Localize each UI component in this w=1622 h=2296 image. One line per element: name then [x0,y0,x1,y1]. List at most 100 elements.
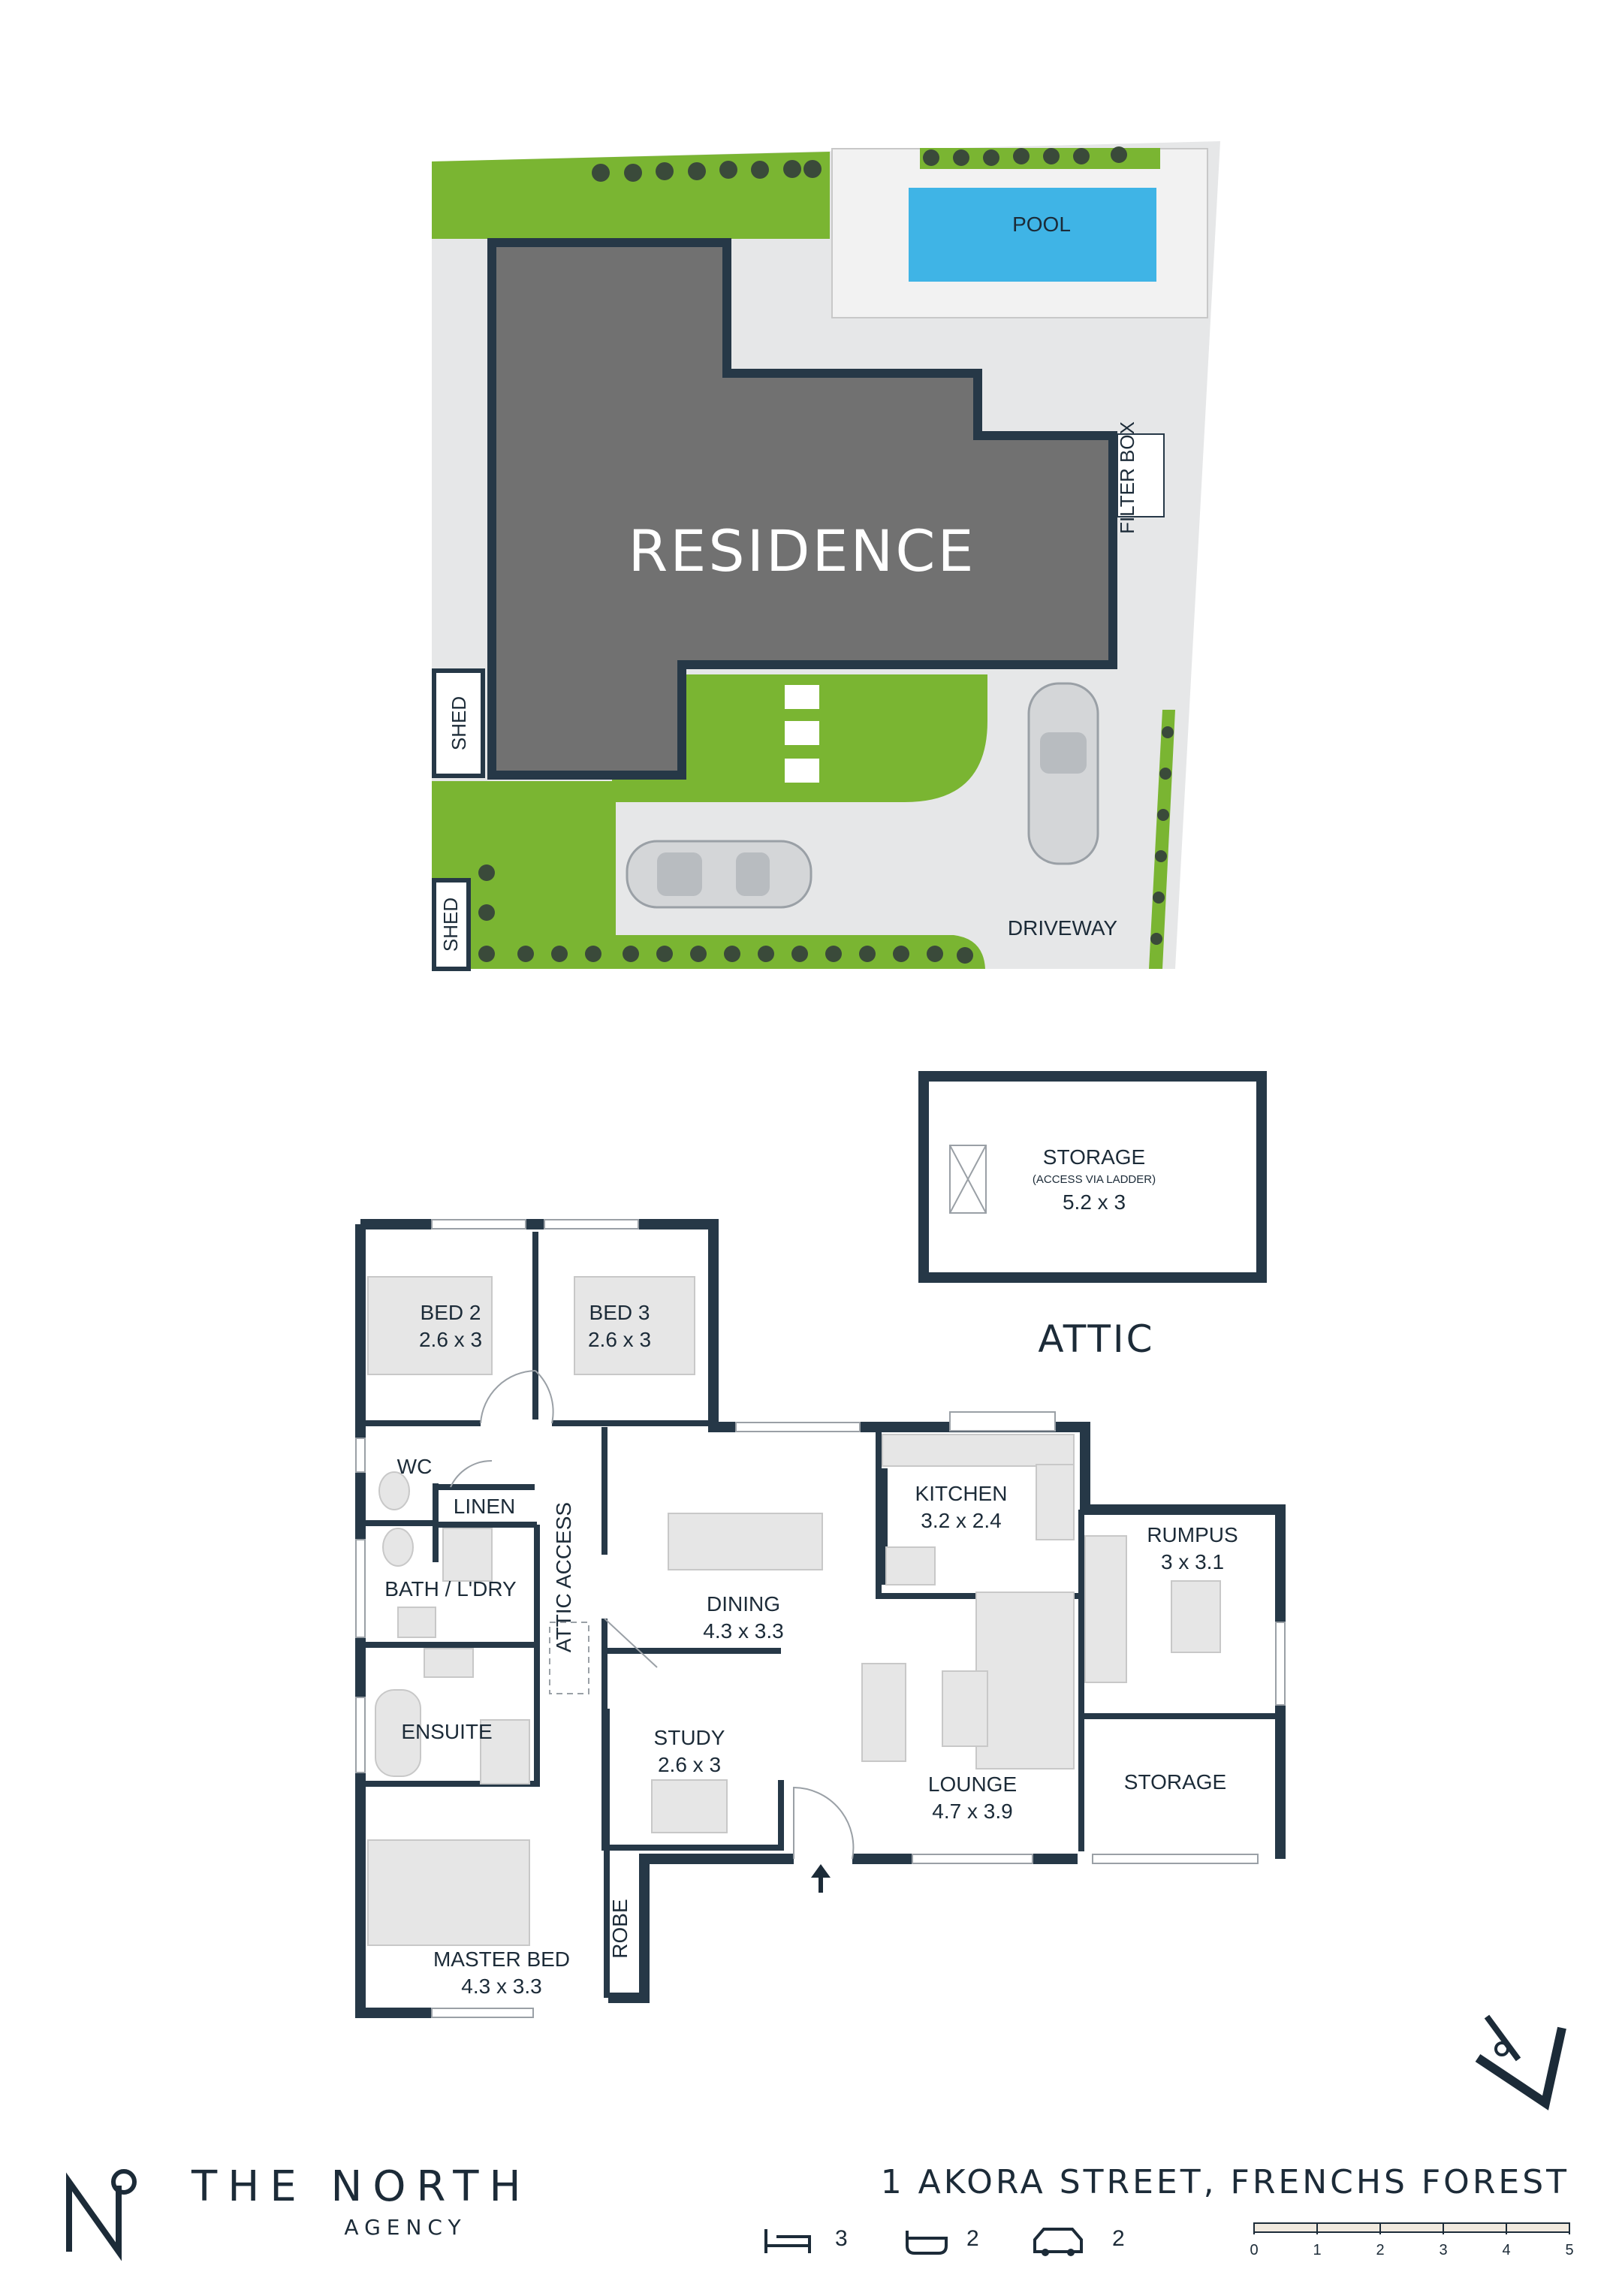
attic-storage-name: STORAGE [1043,1145,1145,1169]
attic-plan: STORAGE (ACCESS VIA LADDER) 5.2 x 3 ATTI… [918,1071,1267,1361]
baths-count: 2 [966,2226,979,2251]
kitchen-bench-icon [1036,1464,1075,1540]
shed-lower-label: SHED [439,898,462,952]
attic-hatch [549,1622,589,1694]
scale-tick: 0 [1250,2242,1258,2258]
shed-lower [432,878,471,971]
shed-upper [432,668,485,778]
bed-icon [574,1276,695,1375]
wc-label: WC [397,1455,433,1478]
study-name: STUDY [654,1726,725,1749]
window [912,1854,1033,1864]
hedge-plants [478,146,1174,964]
scale-tick: 2 [1376,2242,1384,2258]
scale-tick: 5 [1565,2242,1573,2258]
entry-arrow-icon [811,1864,831,1893]
dining-size: 4.3 x 3.3 [703,1619,783,1643]
master-bed-name: MASTER BED [433,1948,570,1971]
filter-box-label: FILTER BOX [1116,421,1138,534]
rumpus-name: RUMPUS [1147,1523,1238,1546]
kitchen-bench-icon [882,1434,1075,1467]
kitchen-size: 3.2 x 2.4 [921,1509,1001,1532]
north-compass-icon [1475,2014,1566,2110]
residence-footprint [487,238,1117,780]
pool [909,188,1156,282]
hatch-cross [949,1145,987,1214]
window [1275,1622,1286,1706]
lounge-size: 4.7 x 3.9 [932,1800,1012,1823]
cars-count: 2 [1112,2226,1125,2251]
storage-label: STORAGE [1124,1770,1226,1794]
sofa-icon [861,1663,906,1762]
window [1092,1854,1259,1864]
coffee-table-icon [942,1670,988,1747]
rumpus-size: 3 x 3.1 [1161,1550,1224,1573]
door-arc [604,1618,658,1668]
window [355,1697,366,1773]
toilet-icon [382,1528,414,1567]
brand-logo: THE NORTH AGENCY [66,2162,532,2261]
bath-icon [906,2231,948,2255]
dining-table-icon [668,1513,823,1570]
door-arc [450,1459,493,1488]
ottoman-icon [1171,1580,1221,1653]
scale-bar: 0 1 2 3 4 5 [1250,2222,1574,2258]
door-arc [480,1370,536,1424]
attic-storage-size: 5.2 x 3 [1063,1190,1126,1214]
driveway-label: DRIVEWAY [1008,916,1118,940]
window [735,1422,861,1432]
scale-tick: 1 [1313,2242,1321,2258]
window [431,2008,534,2018]
study-size: 2.6 x 3 [658,1753,721,1776]
car-icon-vertical [1027,682,1099,865]
property-address: 1 AKORA STREET, FRENCHS FOREST [881,2163,1569,2201]
beds-count: 3 [835,2226,848,2251]
bed3-size: 2.6 x 3 [588,1328,651,1351]
bed-icon [367,1839,530,1946]
basin-icon [397,1607,436,1638]
bed2-name: BED 2 [421,1301,481,1324]
sofa-icon [1084,1535,1127,1683]
logo-dot [111,2169,137,2195]
door-arc [535,1370,554,1424]
fridge-icon [885,1546,936,1585]
logo-mark [66,2172,122,2261]
linen-label: LINEN [454,1495,515,1518]
brand-sub: AGENCY [344,2215,466,2240]
kitchen-name: KITCHEN [915,1482,1008,1505]
attic-heading: ATTIC [1038,1317,1154,1361]
shed-upper-label: SHED [448,696,470,750]
shower-icon [442,1528,493,1582]
stepping-stone [785,721,819,745]
window [544,1219,639,1229]
bath-label: BATH / L'DRY [384,1577,517,1601]
toilet-icon [378,1471,410,1510]
sofa-icon [975,1592,1075,1770]
residence-label: RESIDENCE [629,517,976,584]
bed3-name: BED 3 [589,1301,650,1324]
scale-tick: 3 [1439,2242,1447,2258]
entry-door [793,1786,855,1860]
desk-icon [651,1779,728,1833]
bed-icon [764,2229,811,2253]
car-icon-horizontal [626,840,813,909]
scale-tick: 4 [1502,2242,1510,2258]
bed-icon [367,1276,493,1375]
ensuite-label: ENSUITE [401,1720,492,1743]
bathtub-icon [375,1689,421,1777]
stepping-stone [785,759,819,783]
site-plan: RESIDENCE FILTER BOX SHED SHED [432,141,1220,971]
filter-box [1117,433,1165,517]
robe-label: ROBE [608,1899,632,1958]
window [355,1539,366,1638]
ground-floor: BED 2 2.6 x 3 BED 3 2.6 x 3 WC LINEN BAT… [355,1219,1286,2018]
attic-access-label: ATTIC ACCESS [552,1502,575,1652]
attic-storage-walls [918,1071,1267,1283]
bed2-size: 2.6 x 3 [419,1328,482,1351]
window [355,1438,366,1473]
car-icon [1033,2228,1083,2256]
brand-name: THE NORTH [191,2162,532,2211]
lounge-name: LOUNGE [928,1773,1017,1796]
window [431,1219,526,1229]
